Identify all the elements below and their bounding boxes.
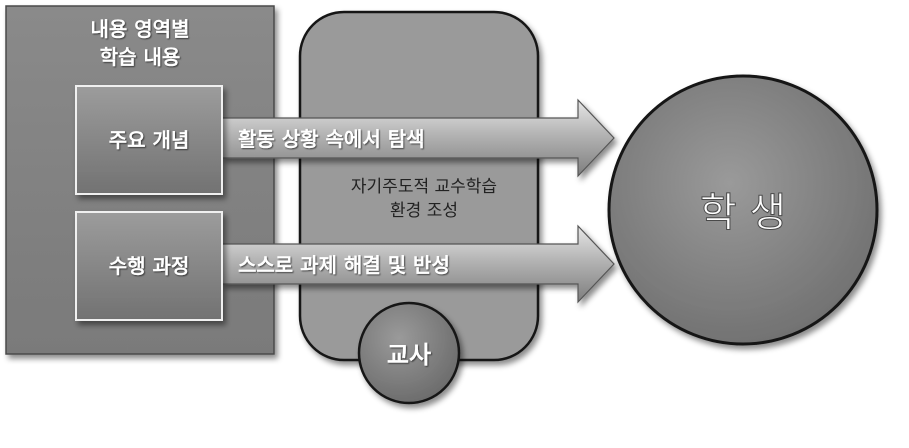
teacher-label: 교사 [387,341,431,369]
process-label: 수행 과정 [109,254,190,278]
arrow-explore-label: 활동 상황 속에서 탐색 [238,127,425,151]
arrow-self-solve-label: 스스로 과제 해결 및 반성 [238,253,450,277]
arrow-explore: 활동 상황 속에서 탐색 [221,98,615,178]
environment-label-line1: 자기주도적 교수학습 [351,177,497,197]
key-concepts-box: 주요 개념 [75,85,223,195]
arrow-self-solve: 스스로 과제 해결 및 반성 [221,224,615,304]
student-circle: 학 생 [607,74,879,346]
panel-title-line1: 내용 영역별 [91,17,190,41]
environment-label-line2: 환경 조성 [390,201,458,221]
key-concepts-label: 주요 개념 [109,128,190,152]
panel-title-line2: 학습 내용 [100,45,181,69]
student-label: 학 생 [700,190,786,236]
teacher-circle: 교사 [357,301,461,405]
process-box: 수행 과정 [75,211,223,321]
